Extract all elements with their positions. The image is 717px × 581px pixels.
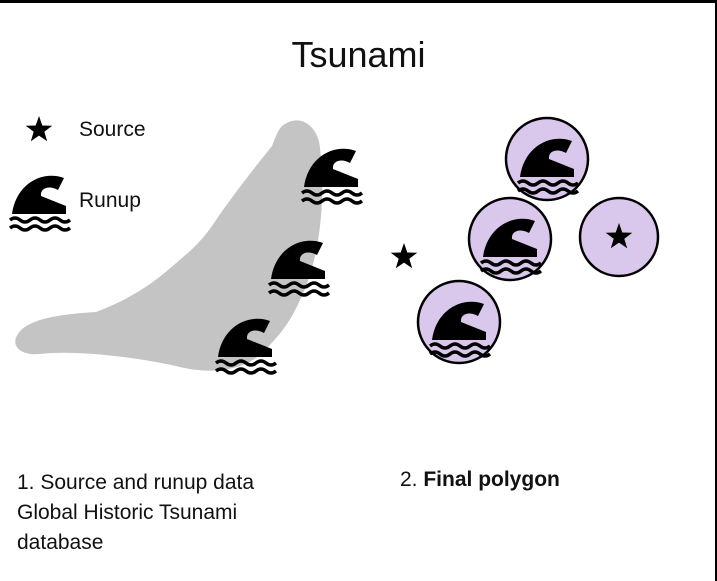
polygon-circle bbox=[504, 116, 590, 202]
caption-left-line2: Global Historic Tsunami bbox=[17, 501, 238, 524]
caption-left-line1: 1. Source and runup data bbox=[17, 471, 255, 494]
polygon-circle bbox=[578, 196, 660, 278]
caption-left: 1. Source and runup data Global Historic… bbox=[17, 468, 254, 558]
slide-title: Tsunami bbox=[291, 34, 426, 75]
polygon-circle bbox=[467, 196, 553, 282]
legend-runup-label: Runup bbox=[79, 189, 141, 212]
land-shape bbox=[15, 120, 323, 371]
caption-right-number: 2. bbox=[400, 468, 424, 491]
caption-right: 2. Final polygon bbox=[400, 465, 560, 495]
caption-left-line3: database bbox=[17, 531, 104, 554]
legend-star-icon bbox=[25, 116, 53, 142]
caption-right-bold: Final polygon bbox=[423, 468, 560, 491]
legend-wave-icon bbox=[8, 174, 72, 232]
source-star-icon bbox=[390, 243, 418, 269]
polygon-circle bbox=[416, 279, 502, 365]
legend-source-label: Source bbox=[79, 118, 146, 141]
